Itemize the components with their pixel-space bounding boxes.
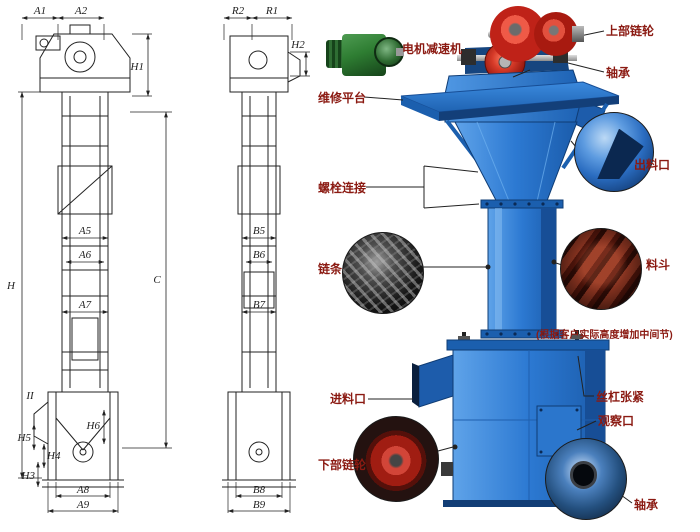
dim-label-b8: B8 — [253, 484, 266, 496]
feed-inlet-label: 进料口 — [330, 392, 367, 406]
boot-top-plate — [446, 339, 610, 351]
screw-tension-label: 丝杠张紧 — [596, 390, 645, 404]
middle-section-note: (根据客户实际高度增加中间节) — [536, 330, 673, 341]
dim-label-a5: A5 — [78, 225, 92, 237]
discharge-hopper — [454, 121, 578, 207]
head-bearing-block-left — [461, 49, 476, 65]
dim-label-a8: A8 — [76, 484, 90, 496]
dim-label-b7: B7 — [253, 299, 266, 311]
feed-chute-mouth — [412, 363, 419, 407]
chain-photo — [342, 232, 424, 314]
dim-label-a6: A6 — [78, 249, 92, 261]
lower-sprocket-photo — [353, 416, 439, 502]
boot-shaft-stub — [441, 462, 453, 476]
gearbox-shaft — [396, 48, 404, 56]
bearing-bore — [570, 461, 598, 489]
dim-label-h3: H3 — [21, 470, 36, 482]
sprocket-wheel-right — [534, 12, 578, 56]
inspection-window-label: 观察口 — [598, 414, 635, 428]
boot-base — [443, 500, 613, 507]
dim-label-h1: H1 — [130, 61, 144, 73]
dim-label-h5: H5 — [17, 432, 32, 444]
column-flange-top — [480, 199, 564, 209]
tension-nut-left — [458, 336, 470, 341]
dim-label-a7: A7 — [78, 299, 92, 311]
dim-label-h6: H6 — [86, 420, 101, 432]
dim-label-a2: A2 — [74, 5, 88, 17]
flange-bolts — [485, 202, 559, 336]
motor-reducer-photo — [326, 24, 404, 82]
dim-label-b5: B5 — [253, 225, 266, 237]
chain-label: 链条 — [318, 262, 343, 276]
platform-edge-left — [401, 96, 439, 121]
bucket-photo — [560, 228, 642, 310]
dim-label-h4: H4 — [46, 450, 61, 462]
dim-label-a9: A9 — [76, 499, 90, 511]
maintenance-platform-label: 维修平台 — [318, 91, 367, 105]
dim-label-a1: A1 — [33, 5, 46, 17]
bucket-shading — [561, 229, 641, 309]
upper-sprocket-label: 上部链轮 — [606, 24, 655, 38]
middle-casing-highlight — [495, 208, 502, 330]
sprocket-collar — [572, 26, 584, 42]
dim-label-ii: II — [25, 390, 35, 402]
bucket-label: 料斗 — [646, 258, 671, 272]
side-view-linework — [222, 16, 310, 513]
platform-edge-front — [439, 96, 619, 121]
middle-casing-shade — [541, 208, 556, 330]
bearing-top-label: 轴承 — [606, 66, 631, 80]
motor-reducer-label: 电机减速机 — [402, 42, 463, 56]
dimension-labels: A1 A2 H1 A5 A6 A7 H C II H5 H4 H3 H6 A8 … — [6, 5, 305, 511]
dim-label-h: H — [6, 280, 16, 292]
dim-label-r2: R2 — [231, 5, 245, 17]
bearing-photo — [545, 438, 627, 520]
upper-sprocket-photo — [488, 4, 584, 68]
dim-label-h2: H2 — [290, 39, 305, 51]
bearing-bottom-label: 轴承 — [634, 498, 659, 512]
dim-label-b6: B6 — [253, 249, 266, 261]
feed-chute — [418, 354, 454, 408]
dim-label-c: C — [153, 274, 161, 286]
lower-sprocket-label: 下部链轮 — [318, 458, 367, 472]
front-view-linework — [18, 16, 172, 513]
discharge-outlet-label: 出料口 — [634, 158, 671, 172]
hopper-creases — [476, 121, 556, 207]
dim-label-r1: R1 — [265, 5, 278, 17]
chain-links-texture — [343, 233, 423, 313]
dim-label-b9: B9 — [253, 499, 266, 511]
discharge-outlet-photo — [574, 112, 654, 192]
observation-door-bolts — [539, 408, 579, 454]
dimension-drawings: A1 A2 H1 A5 A6 A7 H C II H5 H4 H3 H6 A8 … — [6, 5, 310, 513]
column-flange-bottom — [480, 329, 564, 339]
tension-nut-right — [571, 334, 583, 339]
bolt-connection-label: 螺栓连接 — [318, 181, 367, 195]
